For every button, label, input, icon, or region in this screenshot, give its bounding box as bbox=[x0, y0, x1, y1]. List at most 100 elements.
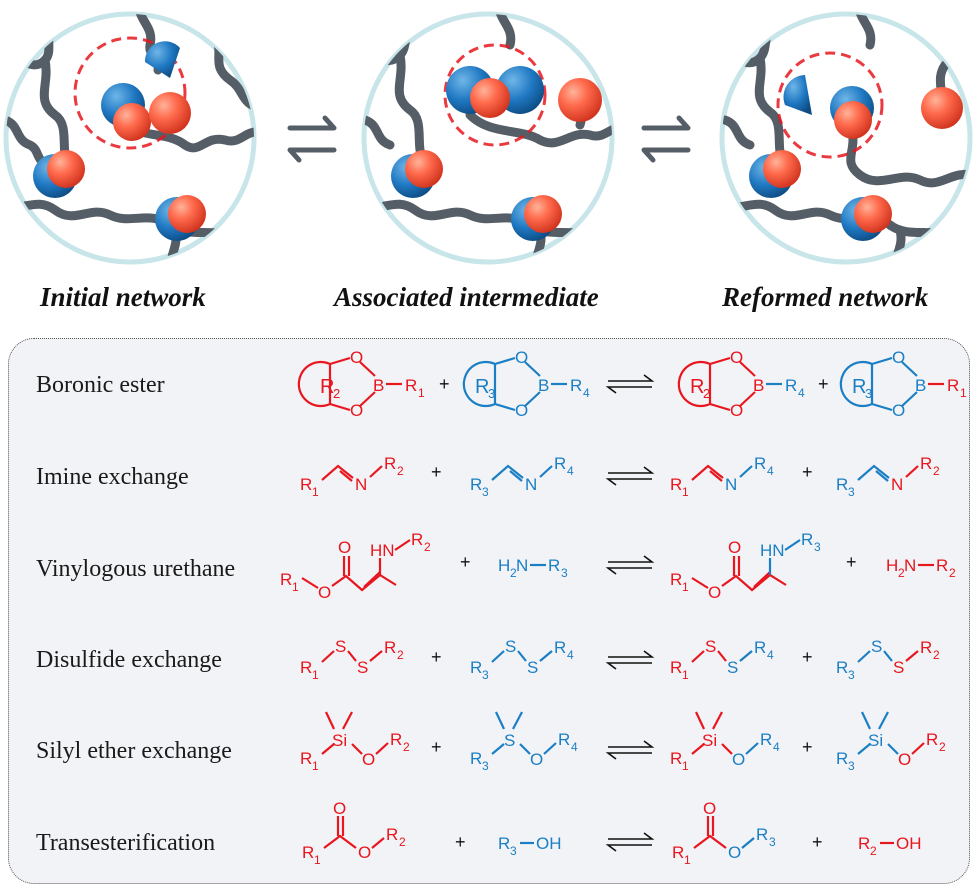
svg-text:3: 3 bbox=[510, 844, 517, 858]
row-label-silyl-ether-exchange: Silyl ether exchange bbox=[36, 738, 232, 764]
svg-text:B: B bbox=[753, 376, 764, 395]
scheme-silyl-ether-exchange: R 1 Si O R 2 + R 3 S O R 4 R 1 Si O R 4 … bbox=[300, 711, 946, 773]
caption-reformed-network: Reformed network bbox=[722, 282, 929, 312]
svg-text:R: R bbox=[801, 530, 813, 549]
svg-text:2: 2 bbox=[703, 386, 710, 401]
svg-text:1: 1 bbox=[314, 853, 321, 867]
svg-text:HN: HN bbox=[760, 541, 785, 560]
svg-text:S: S bbox=[527, 658, 538, 677]
svg-text:1: 1 bbox=[682, 580, 689, 594]
svg-text:2: 2 bbox=[933, 464, 940, 478]
svg-text:HN: HN bbox=[370, 541, 395, 560]
svg-text:O: O bbox=[338, 538, 351, 557]
initial-network-circle bbox=[3, 11, 257, 265]
svg-text:1: 1 bbox=[312, 668, 319, 682]
svg-text:3: 3 bbox=[848, 668, 855, 682]
svg-text:Si: Si bbox=[868, 731, 883, 750]
svg-text:3: 3 bbox=[482, 485, 489, 499]
bound-pair-2 bbox=[391, 150, 443, 198]
svg-text:Si: Si bbox=[702, 731, 717, 750]
svg-text:O: O bbox=[730, 348, 743, 367]
svg-text:R: R bbox=[411, 530, 423, 549]
row-label-vinylogous-urethane: Vinylogous urethane bbox=[36, 556, 236, 582]
scheme-transesterification: R 1 O O R 2 + R 3 OH R 1 O O R 3 + R 2 O… bbox=[302, 799, 922, 867]
bound-pair-1 bbox=[830, 86, 874, 139]
svg-text:2: 2 bbox=[949, 566, 956, 580]
svg-text:R: R bbox=[852, 376, 866, 398]
svg-text:O: O bbox=[333, 799, 346, 818]
svg-text:R: R bbox=[554, 638, 566, 657]
svg-text:O: O bbox=[732, 750, 745, 769]
svg-text:N: N bbox=[891, 475, 903, 494]
svg-text:O: O bbox=[362, 750, 375, 769]
bound-pair-2 bbox=[749, 150, 801, 198]
svg-text:B: B bbox=[538, 376, 549, 395]
svg-text:1: 1 bbox=[682, 759, 689, 773]
scheme-boronic-ester: R 2 O O B R 1 + R 3 O O B R 4 R 2 bbox=[297, 348, 967, 420]
free-bead bbox=[558, 78, 602, 122]
svg-text:2: 2 bbox=[397, 648, 404, 662]
atom-R: R bbox=[320, 376, 334, 398]
reaction-table bbox=[8, 338, 970, 884]
svg-text:O: O bbox=[350, 348, 363, 367]
svg-text:R: R bbox=[390, 730, 402, 749]
svg-text:R: R bbox=[756, 825, 768, 844]
svg-text:R: R bbox=[670, 749, 682, 768]
svg-text:O: O bbox=[515, 401, 528, 420]
svg-text:1: 1 bbox=[684, 853, 691, 867]
svg-text:O: O bbox=[730, 401, 743, 420]
bound-pair-1 bbox=[101, 83, 151, 141]
caption-initial-network: Initial network bbox=[40, 282, 206, 312]
svg-text:R: R bbox=[754, 454, 766, 473]
svg-text:R: R bbox=[384, 638, 396, 657]
svg-text:R: R bbox=[670, 475, 682, 494]
bound-pair-3 bbox=[155, 195, 206, 241]
cup-bead-detached bbox=[144, 41, 180, 78]
scheme-vinylogous-urethane: R 1 O O HN R 2 + H 2 N R 3 R 1 O O HN R … bbox=[280, 530, 956, 602]
svg-text:S: S bbox=[505, 637, 516, 656]
svg-text:+: + bbox=[455, 832, 466, 852]
svg-text:2: 2 bbox=[424, 540, 431, 554]
svg-text:1: 1 bbox=[292, 580, 299, 594]
svg-text:R: R bbox=[858, 834, 870, 853]
svg-text:R: R bbox=[554, 454, 566, 473]
svg-text:4: 4 bbox=[571, 740, 578, 754]
row-label-boronic-ester: Boronic ester bbox=[36, 372, 165, 398]
svg-text:+: + bbox=[431, 647, 442, 667]
svg-text:4: 4 bbox=[798, 386, 805, 400]
svg-text:1: 1 bbox=[682, 668, 689, 682]
equilibrium-arrow-2 bbox=[641, 115, 691, 163]
network-illustration bbox=[3, 11, 973, 265]
svg-text:R: R bbox=[936, 556, 948, 575]
svg-text:R: R bbox=[920, 454, 932, 473]
svg-text:3: 3 bbox=[848, 759, 855, 773]
svg-text:3: 3 bbox=[482, 759, 489, 773]
svg-text:2: 2 bbox=[333, 386, 340, 401]
bound-pair-3 bbox=[511, 195, 562, 241]
svg-text:B: B bbox=[915, 376, 926, 395]
scheme-disulfide-exchange: R 1 S S R 2 + R 3 S S R 4 R 1 S S R 4 + … bbox=[300, 637, 940, 682]
svg-text:R: R bbox=[300, 475, 312, 494]
svg-text:+: + bbox=[431, 462, 442, 482]
svg-text:R: R bbox=[302, 843, 314, 862]
svg-text:O: O bbox=[530, 750, 543, 769]
svg-text:R: R bbox=[920, 638, 932, 657]
svg-text:O: O bbox=[358, 843, 371, 862]
svg-text:R: R bbox=[785, 376, 797, 395]
svg-text:O: O bbox=[318, 583, 331, 602]
svg-text:N: N bbox=[516, 556, 528, 575]
svg-text:S: S bbox=[871, 637, 882, 656]
svg-text:O: O bbox=[703, 799, 716, 818]
svg-text:R: R bbox=[386, 825, 398, 844]
bound-pair-2 bbox=[33, 150, 85, 198]
svg-text:4: 4 bbox=[567, 464, 574, 478]
scheme-imine-exchange: R 1 N R 2 + R 3 N R 4 R 1 N R 4 + R 3 N … bbox=[300, 454, 940, 499]
svg-text:3: 3 bbox=[561, 566, 568, 580]
svg-text:R: R bbox=[475, 376, 489, 398]
svg-text:R: R bbox=[548, 556, 560, 575]
svg-text:S: S bbox=[893, 658, 904, 677]
svg-text:3: 3 bbox=[769, 835, 776, 849]
svg-text:N: N bbox=[525, 475, 537, 494]
svg-text:3: 3 bbox=[848, 485, 855, 499]
